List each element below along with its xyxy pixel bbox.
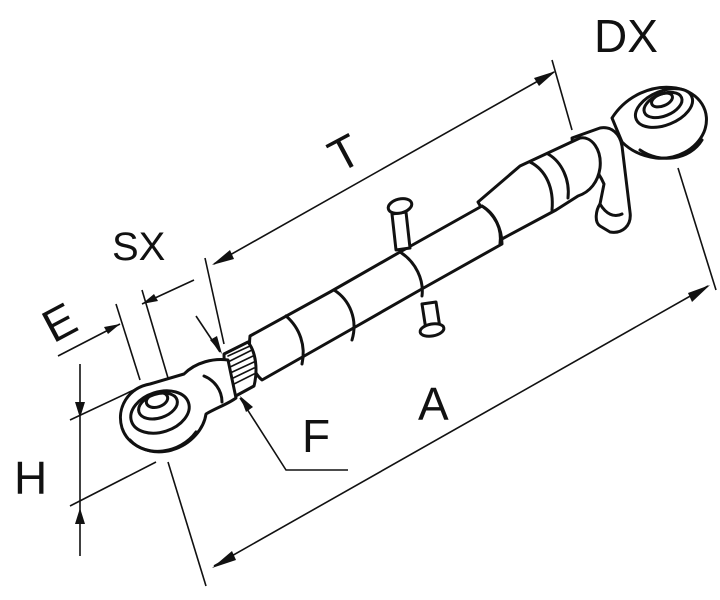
dimension-f [195, 315, 348, 471]
label-f: F [302, 410, 330, 462]
dimension-a [167, 167, 717, 587]
top-link [119, 85, 708, 454]
dimension-lines [57, 59, 717, 587]
locking-pin [386, 197, 446, 338]
label-t: T [320, 123, 369, 182]
left-ball-joint [119, 358, 238, 454]
right-ball-joint [610, 85, 708, 160]
main-body [248, 204, 504, 382]
label-sx: SX [112, 225, 165, 269]
label-e: E [34, 292, 86, 352]
label-h: H [14, 452, 47, 504]
label-a: A [418, 378, 449, 430]
right-tube [476, 136, 602, 242]
dimension-e [57, 279, 195, 381]
dimension-t [204, 59, 573, 345]
dimension-labels: DX T SX E H F A [14, 10, 658, 504]
label-dx: DX [594, 10, 658, 62]
dimension-h [69, 364, 157, 556]
